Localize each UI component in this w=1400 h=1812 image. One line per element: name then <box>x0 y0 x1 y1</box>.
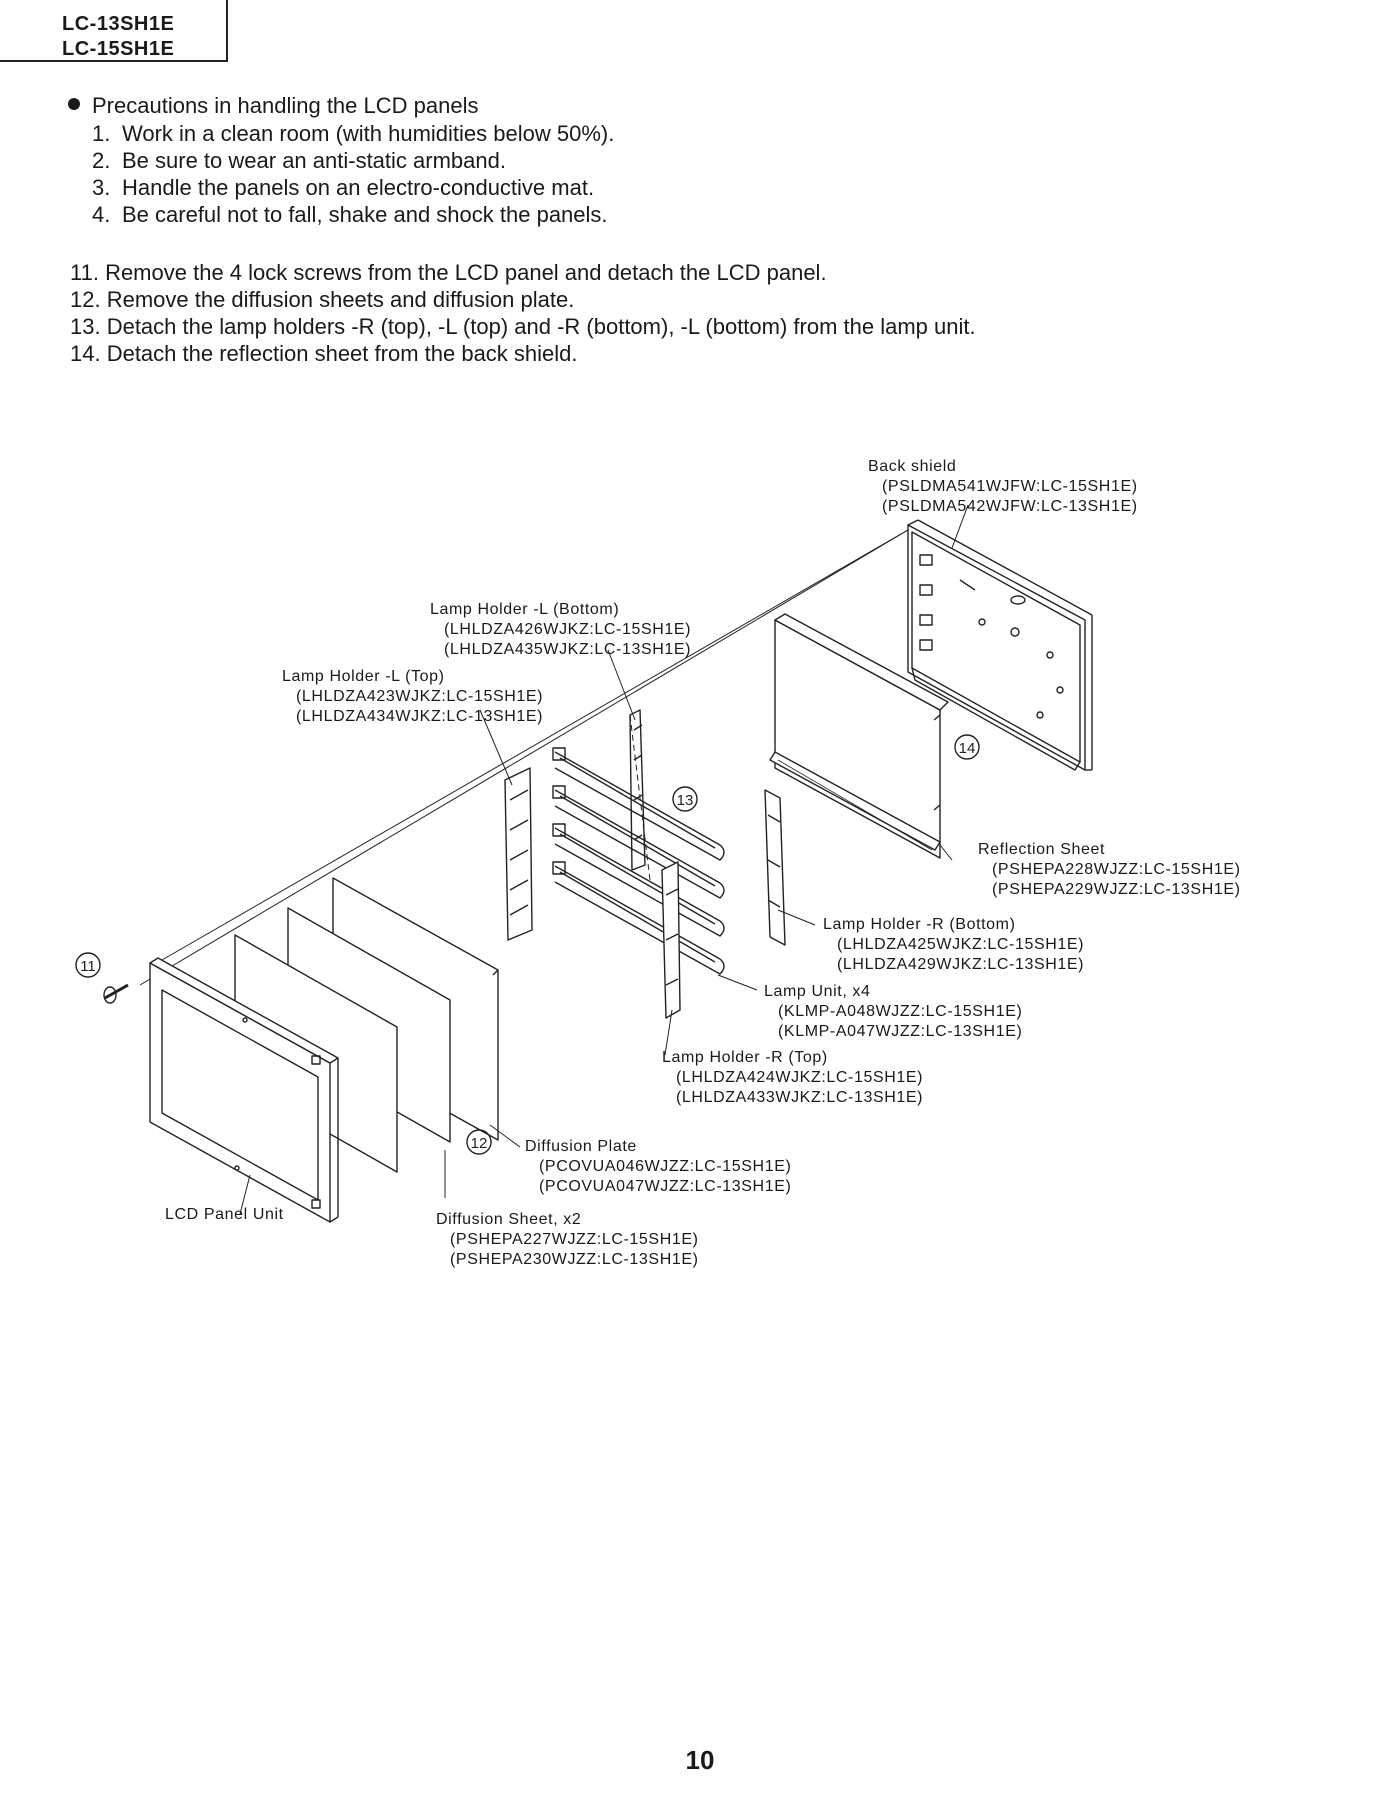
callout-label: 13 <box>677 792 694 809</box>
guide-line <box>139 529 909 986</box>
part-code: (LHLDZA426WJKZ:LC-15SH1E) <box>444 621 692 638</box>
step-11: 11. Remove the 4 lock screws from the LC… <box>70 260 827 285</box>
lamp-holder-l-bottom-part <box>629 709 646 871</box>
part-code: (PSHEPA229WJZZ:LC-13SH1E) <box>992 881 1241 898</box>
guide-line <box>161 529 909 961</box>
part-code: (KLMP-A048WJZZ:LC-15SH1E) <box>778 1003 1023 1020</box>
part-code: (PSLDMA542WJFW:LC-13SH1E) <box>882 498 1138 515</box>
back-shield-part <box>907 519 1093 771</box>
leader-lines <box>239 504 969 1215</box>
page-number: 10 <box>685 1745 715 1775</box>
part-code: (KLMP-A047WJZZ:LC-13SH1E) <box>778 1023 1023 1040</box>
label-back-shield: Back shield (PSLDMA541WJFW:LC-15SH1E) (P… <box>868 457 1138 517</box>
label-lamp-holder-l-bottom: Lamp Holder -L (Bottom) (LHLDZA426WJKZ:L… <box>430 600 691 660</box>
step-12: 12. Remove the diffusion sheets and diff… <box>70 287 575 312</box>
part-code: (LHLDZA433WJKZ:LC-13SH1E) <box>676 1089 924 1106</box>
callout-12: 12 <box>466 1129 492 1155</box>
precaution-item: 1. Work in a clean room (with humidities … <box>92 120 614 147</box>
label-diffusion-sheet: Diffusion Sheet, x2 (PSHEPA227WJZZ:LC-15… <box>436 1210 699 1270</box>
part-code: (LHLDZA429WJKZ:LC-13SH1E) <box>837 956 1085 973</box>
callout-label: 11 <box>80 958 96 975</box>
lamp-holder-l-top-part <box>504 767 533 941</box>
model-box <box>0 0 228 62</box>
label-lamp-unit: Lamp Unit, x4 (KLMP-A048WJZZ:LC-15SH1E) … <box>764 982 1022 1042</box>
part-code: (LHLDZA425WJKZ:LC-15SH1E) <box>837 936 1085 953</box>
model-name: LC-13SH1E <box>62 13 175 35</box>
lamp-holder-r-top-part <box>661 861 681 1019</box>
part-name: Back shield <box>868 458 957 475</box>
callout-13: 13 <box>672 786 698 812</box>
item-text: Handle the panels on an electro-conducti… <box>122 175 595 200</box>
part-code: (PSHEPA227WJZZ:LC-15SH1E) <box>450 1231 699 1248</box>
part-name: Diffusion Sheet, x2 <box>436 1211 582 1228</box>
label-lamp-holder-l-top: Lamp Holder -L (Top) (LHLDZA423WJKZ:LC-1… <box>282 667 543 727</box>
part-code: (LHLDZA434WJKZ:LC-13SH1E) <box>296 708 544 725</box>
callout-label: 12 <box>471 1135 488 1152</box>
lamp-unit-part <box>552 714 725 975</box>
step-14: 14. Detach the reflection sheet from the… <box>70 341 578 366</box>
part-name: Lamp Unit, x4 <box>764 983 871 1000</box>
part-code: (LHLDZA435WJKZ:LC-13SH1E) <box>444 641 692 658</box>
part-name: Diffusion Plate <box>525 1138 637 1155</box>
item-number: 3. <box>92 175 111 200</box>
reflection-sheet-part <box>769 613 949 859</box>
part-name: Lamp Holder -R (Bottom) <box>823 916 1016 933</box>
part-name: Lamp Holder -L (Bottom) <box>430 601 620 618</box>
precautions-title: Precautions in handling the LCD panels <box>92 93 479 118</box>
screw-icon <box>103 983 129 1004</box>
item-number: 1. <box>92 121 111 146</box>
part-code: (LHLDZA423WJKZ:LC-15SH1E) <box>296 688 544 705</box>
label-diffusion-plate: Diffusion Plate (PCOVUA046WJZZ:LC-15SH1E… <box>525 1137 791 1197</box>
item-text: Be sure to wear an anti-static armband. <box>122 148 506 173</box>
step-13: 13. Detach the lamp holders -R (top), -L… <box>70 314 976 339</box>
lcd-panel-unit-part <box>149 957 339 1223</box>
label-reflection-sheet: Reflection Sheet (PSHEPA228WJZZ:LC-15SH1… <box>978 840 1241 900</box>
item-text: Be careful not to fall, shake and shock … <box>122 202 608 227</box>
part-name: LCD Panel Unit <box>165 1206 284 1223</box>
callout-14: 14 <box>954 734 980 760</box>
item-number: 2. <box>92 148 111 173</box>
part-code: (PSHEPA228WJZZ:LC-15SH1E) <box>992 861 1241 878</box>
part-code: (PSLDMA541WJFW:LC-15SH1E) <box>882 478 1138 495</box>
part-name: Lamp Holder -L (Top) <box>282 668 445 685</box>
label-lcd-panel-unit: LCD Panel Unit <box>165 1205 284 1225</box>
part-code: (LHLDZA424WJKZ:LC-15SH1E) <box>676 1069 924 1086</box>
part-name: Reflection Sheet <box>978 841 1106 858</box>
part-code: (PSHEPA230WJZZ:LC-13SH1E) <box>450 1251 699 1268</box>
model-name: LC-15SH1E <box>62 38 175 60</box>
precaution-item: 3. Handle the panels on an electro-conduc… <box>92 174 594 201</box>
callout-11: 11 <box>75 952 101 978</box>
bullet-icon <box>68 98 80 110</box>
part-name: Lamp Holder -R (Top) <box>662 1049 828 1066</box>
diffusion-plate-edge <box>492 969 499 976</box>
callout-label: 14 <box>959 740 976 757</box>
item-number: 4. <box>92 202 111 227</box>
precaution-item: 4. Be careful not to fall, shake and shoc… <box>92 201 608 228</box>
precaution-item: 2. Be sure to wear an anti-static armband… <box>92 147 506 174</box>
part-code: (PCOVUA047WJZZ:LC-13SH1E) <box>539 1178 792 1195</box>
item-text: Work in a clean room (with humidities be… <box>122 121 615 146</box>
label-lamp-holder-r-top: Lamp Holder -R (Top) (LHLDZA424WJKZ:LC-1… <box>662 1048 923 1108</box>
part-code: (PCOVUA046WJZZ:LC-15SH1E) <box>539 1158 792 1175</box>
lamp-holder-r-bottom-part <box>764 789 786 946</box>
label-lamp-holder-r-bottom: Lamp Holder -R (Bottom) (LHLDZA425WJKZ:L… <box>823 915 1084 975</box>
